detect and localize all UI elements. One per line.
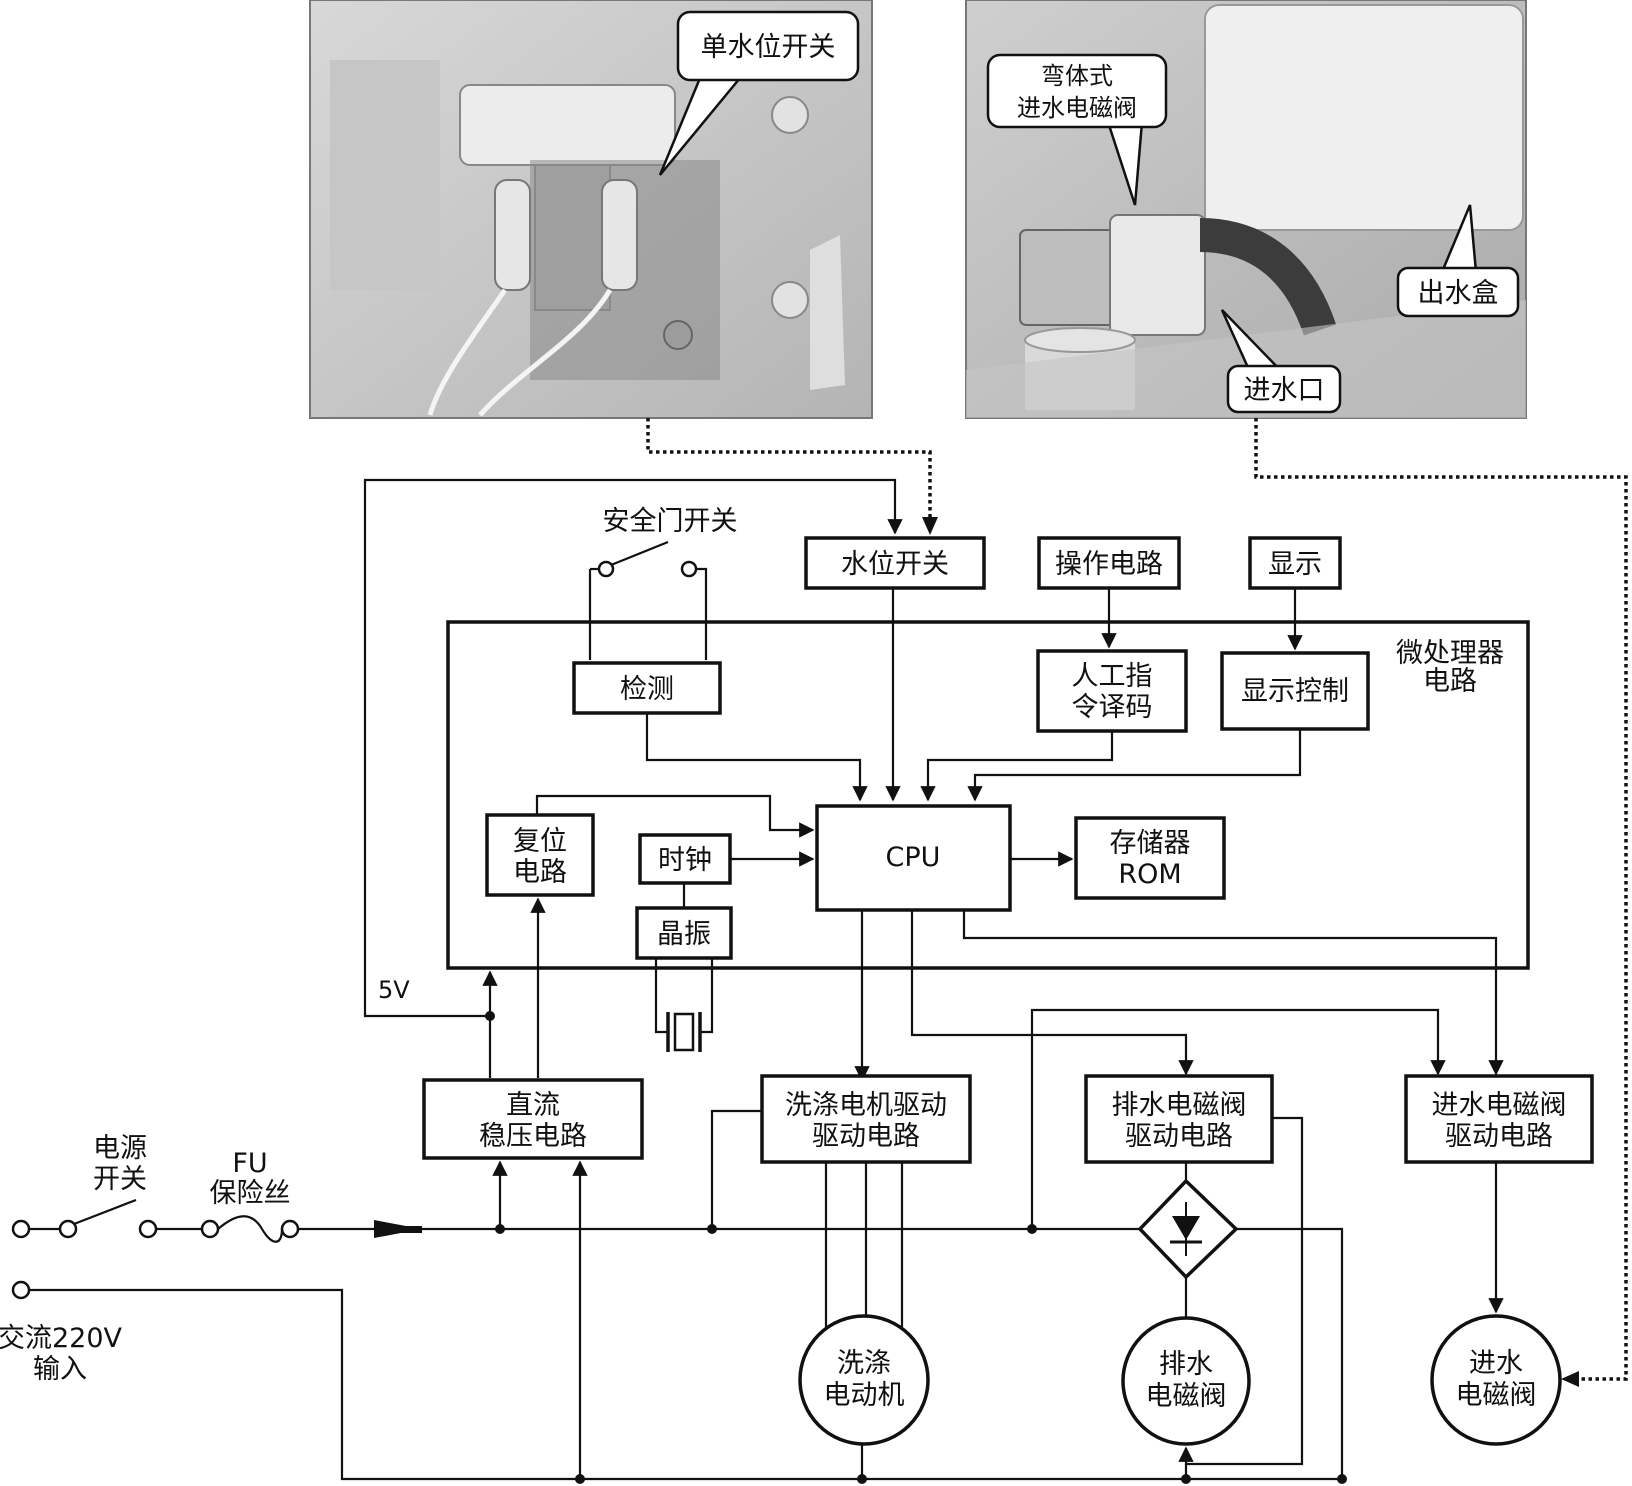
neutral-line [29,1288,1342,1481]
dc-regulator-label-line1: 直流 [506,1090,560,1121]
callout-text: 单水位开关 [701,32,836,63]
callout-text-line1: 弯体式 [1041,62,1113,90]
clock-label: 时钟 [658,845,712,876]
rom-block [1074,816,1226,900]
callout-water-inlet: 进水口 [1220,309,1342,414]
display-label: 显示 [1268,549,1322,580]
wash-motor [798,1314,930,1446]
detect-label: 检测 [620,674,674,705]
label-5v: 5V [378,976,410,1004]
inlet-valve [1430,1314,1562,1446]
safety-door-switch-label: 安全门开关 [603,506,738,537]
wire-display-cpu [967,729,1302,802]
wash-motor-drive-label-line2: 驱动电路 [812,1121,920,1152]
manual-decode-block [1036,649,1188,733]
wire-drain-feedback [1178,1116,1304,1466]
manual-decode-label-line1: 人工指 [1072,661,1153,692]
display-control-block [1220,651,1370,731]
drain-valve-label-line1: 排水 [1159,1349,1213,1380]
wire-cpu-drain-drive [910,910,1194,1076]
wash-motor-label-line2: 电动机 [824,1380,905,1411]
drain-valve-drive-label-line2: 驱动电路 [1125,1121,1233,1152]
cpu-block [815,804,1012,912]
callout-text: 出水盒 [1418,278,1499,309]
reset-circuit-block [485,813,595,897]
power-switch-label-line1: 电源 [93,1133,147,1164]
rom-label-line1: 存储器 [1110,828,1191,859]
wash-motor-drive-block [760,1074,972,1164]
drain-valve-drive-label-line1: 排水电磁阀 [1112,1090,1247,1121]
callout-bent-inlet-valve: 弯体式 进水电磁阀 [986,53,1168,206]
live-line-right [1236,1227,1344,1479]
bridge-rectifier [1137,1178,1239,1280]
manual-decode-label-line2: 令译码 [1072,692,1153,723]
operation-circuit-label: 操作电路 [1055,549,1163,580]
drain-valve-drive-block [1084,1074,1274,1164]
microprocessor-label-line1: 微处理器 [1396,638,1504,669]
callout-water-box: 出水盒 [1396,204,1520,318]
photo-link-water-level [646,418,932,527]
crystal-resonator [654,958,714,1052]
inlet-valve-label-line2: 电磁阀 [1456,1380,1537,1411]
safety-door-switch [588,540,708,660]
wire-live-wash [710,1109,762,1229]
microprocessor-frame [446,620,1530,970]
wire-power-inlet-drive [1030,1008,1446,1229]
callout-single-water-level-switch: 单水位开关 [658,10,860,176]
inlet-valve-drive-label-line2: 驱动电路 [1445,1121,1553,1152]
wash-motor-label-line1: 洗涤 [837,1348,891,1379]
rom-label-line2: ROM [1118,859,1181,890]
wire-decode-cpu [920,731,1114,802]
wash-motor-drive-label-line1: 洗涤电机驱动 [785,1090,947,1121]
power-switch-label-line2: 开关 [93,1164,147,1195]
microprocessor-label-line2: 电路 [1423,666,1477,697]
wire-5v-water-level [363,478,903,1078]
dc-regulator-label-line2: 稳压电路 [479,1121,587,1152]
wire-cpu-inlet-drive [962,910,1504,1076]
inlet-valve-label-line1: 进水 [1469,1348,1523,1379]
inlet-valve-drive-block [1404,1074,1594,1164]
wire-reset-cpu [535,794,815,838]
water-level-switch-block [804,536,986,590]
drain-valve-label-line2: 电磁阀 [1146,1381,1227,1412]
crystal-label: 晶振 [657,919,711,950]
reset-label-line1: 复位 [513,826,567,857]
photo-link-inlet-valve [1254,418,1628,1381]
fuse-label-line2: 保险丝 [210,1178,291,1209]
water-level-switch-label: 水位开关 [841,549,949,580]
reset-label-line2: 电路 [513,857,567,888]
drain-valve [1121,1316,1251,1446]
dc-regulator-block [422,1078,644,1160]
inlet-valve-drive-label-line1: 进水电磁阀 [1432,1090,1567,1121]
cpu-label: CPU [886,842,941,873]
callout-text: 进水口 [1244,375,1325,406]
callout-text-line2: 进水电磁阀 [1017,94,1137,122]
fuse-label-line1: FU [232,1148,267,1179]
ac-input-label-line1: 交流220V [0,1323,123,1354]
display-control-label: 显示控制 [1241,676,1349,707]
power-input [11,1198,422,1300]
ac-input-label-line2: 输入 [33,1354,87,1385]
wire-detect-cpu [645,713,868,802]
